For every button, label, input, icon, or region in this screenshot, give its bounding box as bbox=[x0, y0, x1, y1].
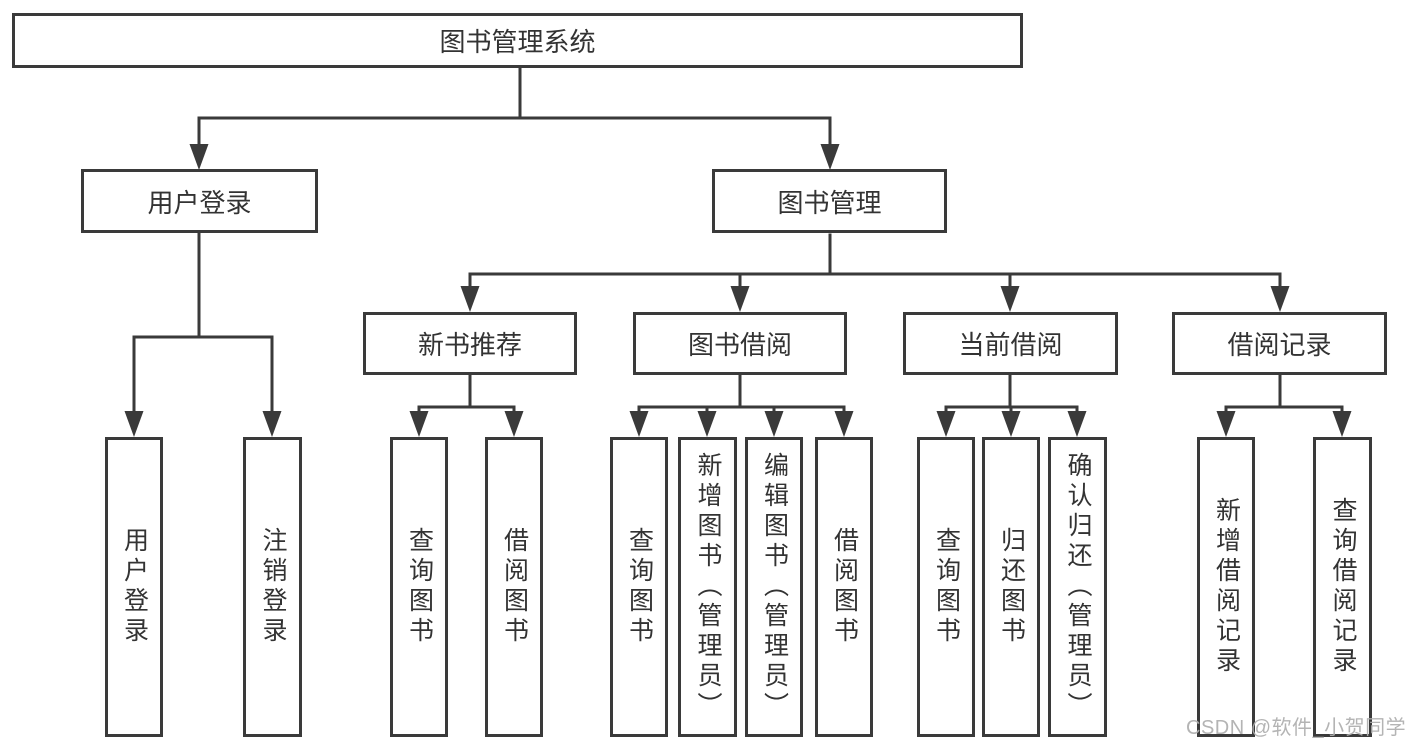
node-leaf-user-login: 用户登录 bbox=[105, 437, 163, 737]
arrow-down-icon bbox=[1001, 411, 1021, 437]
node-leaf-borrow-edit-books: 编辑图书（管理员） bbox=[745, 437, 803, 737]
arrow-down-icon bbox=[1270, 286, 1290, 312]
node-leaf-borrow-add-books: 新增图书（管理员） bbox=[678, 437, 737, 737]
node-leaf-borrow-add-books-label: 新增图书（管理员） bbox=[694, 452, 722, 722]
node-leaf-recommend-borrow-books-label: 借阅图书 bbox=[500, 527, 529, 647]
node-book-borrow: 图书借阅 bbox=[633, 312, 847, 375]
node-leaf-recommend-query-books-label: 查询图书 bbox=[405, 527, 434, 647]
node-user-login-label: 用户登录 bbox=[147, 187, 252, 218]
node-leaf-current-return-books: 归还图书 bbox=[982, 437, 1040, 737]
csdn-watermark: CSDN @软件_小贺同学 bbox=[1186, 717, 1405, 739]
node-root-label: 图书管理系统 bbox=[439, 27, 596, 57]
node-book-management-label: 图书管理 bbox=[777, 187, 882, 218]
node-leaf-record-query-record: 查询借阅记录 bbox=[1313, 437, 1372, 737]
arrow-down-icon bbox=[460, 286, 480, 312]
node-leaf-borrow-query-books-label: 查询图书 bbox=[625, 527, 654, 647]
arrow-down-icon bbox=[504, 411, 524, 437]
node-borrow-record: 借阅记录 bbox=[1172, 312, 1387, 375]
node-book-borrow-label: 图书借阅 bbox=[687, 330, 792, 360]
node-leaf-record-add-record-label: 新增借阅记录 bbox=[1212, 497, 1241, 677]
arrow-down-icon bbox=[697, 411, 717, 437]
node-leaf-current-return-books-label: 归还图书 bbox=[997, 527, 1026, 647]
arrow-down-icon bbox=[409, 411, 429, 437]
node-leaf-borrow-borrow-books: 借阅图书 bbox=[815, 437, 873, 737]
node-new-book-recommend-label: 新书推荐 bbox=[417, 330, 522, 360]
node-leaf-borrow-query-books: 查询图书 bbox=[610, 437, 668, 737]
arrow-down-icon bbox=[262, 411, 282, 437]
arrow-down-icon bbox=[124, 411, 144, 437]
arrow-down-icon bbox=[189, 144, 209, 170]
arrow-down-icon bbox=[764, 411, 784, 437]
node-leaf-current-confirm-return: 确认归还（管理员） bbox=[1048, 437, 1107, 737]
node-user-login: 用户登录 bbox=[81, 169, 318, 233]
node-leaf-current-query-books-label: 查询图书 bbox=[932, 527, 961, 647]
node-book-management: 图书管理 bbox=[712, 169, 947, 233]
node-leaf-logout: 注销登录 bbox=[243, 437, 302, 737]
node-leaf-record-add-record: 新增借阅记录 bbox=[1197, 437, 1255, 737]
node-leaf-logout-label: 注销登录 bbox=[259, 527, 287, 647]
node-leaf-borrow-edit-books-label: 编辑图书（管理员） bbox=[760, 452, 789, 722]
arrow-down-icon bbox=[629, 411, 649, 437]
node-current-borrow: 当前借阅 bbox=[903, 312, 1118, 375]
arrow-down-icon bbox=[730, 286, 750, 312]
node-leaf-current-confirm-return-label: 确认归还（管理员） bbox=[1064, 452, 1092, 722]
node-leaf-recommend-borrow-books: 借阅图书 bbox=[485, 437, 543, 737]
node-leaf-borrow-borrow-books-label: 借阅图书 bbox=[830, 527, 859, 647]
node-borrow-record-label: 借阅记录 bbox=[1227, 330, 1332, 360]
arrow-down-icon bbox=[1216, 411, 1236, 437]
node-root: 图书管理系统 bbox=[12, 13, 1023, 68]
arrow-down-icon bbox=[834, 411, 854, 437]
node-new-book-recommend: 新书推荐 bbox=[363, 312, 577, 375]
node-leaf-recommend-query-books: 查询图书 bbox=[390, 437, 448, 737]
arrow-down-icon bbox=[1067, 411, 1087, 437]
node-current-borrow-label: 当前借阅 bbox=[958, 330, 1063, 360]
arrow-down-icon bbox=[820, 144, 840, 170]
arrow-down-icon bbox=[1000, 286, 1020, 312]
node-leaf-record-query-record-label: 查询借阅记录 bbox=[1329, 497, 1357, 677]
arrow-down-icon bbox=[1332, 411, 1352, 437]
node-leaf-current-query-books: 查询图书 bbox=[917, 437, 975, 737]
node-leaf-user-login-label: 用户登录 bbox=[120, 527, 149, 647]
arrow-down-icon bbox=[936, 411, 956, 437]
